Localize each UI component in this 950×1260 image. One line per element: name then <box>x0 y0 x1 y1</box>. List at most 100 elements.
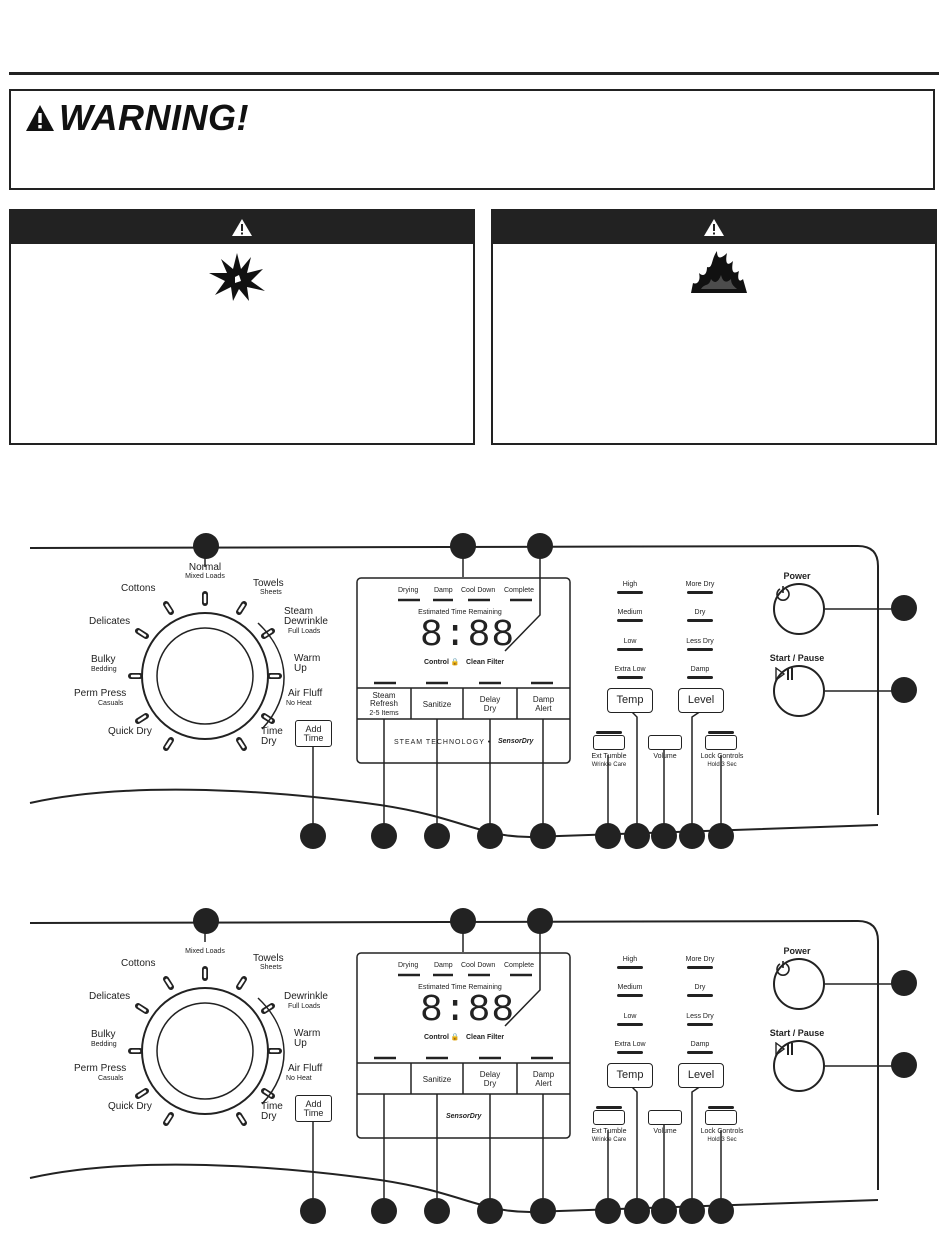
lock-controls-sublabel: Hold 3 Sec <box>707 762 737 768</box>
cycle-steam-label: Steam <box>284 606 313 617</box>
play-pause-icon <box>775 667 793 681</box>
temp-extra-low-label: Extra Low <box>614 1041 646 1048</box>
volume-button[interactable] <box>648 1110 682 1125</box>
temp-low-indicator <box>617 1023 643 1026</box>
dry-more-indicator <box>687 966 713 969</box>
callout-marker <box>624 1198 650 1224</box>
lock-controls-label: Lock Controls <box>700 753 744 760</box>
lock-controls-button[interactable] <box>705 1110 737 1125</box>
blank-option-button[interactable] <box>359 1065 409 1093</box>
dry-label: Dry <box>694 609 706 616</box>
temp-high-label: High <box>622 581 638 588</box>
temp-extra-low-indicator <box>617 676 643 679</box>
temp-low-indicator <box>617 648 643 651</box>
start-pause-button[interactable] <box>773 1040 825 1092</box>
ext-tumble-indicator <box>596 731 622 734</box>
cycle-bulky-sublabel: Bedding <box>91 1041 117 1048</box>
warning-triangle-icon <box>26 105 54 131</box>
level-button[interactable]: Level <box>678 1063 724 1088</box>
callout-marker <box>527 908 553 934</box>
fire-icon <box>691 251 747 293</box>
power-button[interactable] <box>773 583 825 635</box>
callout-marker <box>424 823 450 849</box>
cycle-dewrinkle-label: Dewrinkle <box>284 991 328 1002</box>
start-pause-button[interactable] <box>773 665 825 717</box>
callout-marker <box>708 1198 734 1224</box>
callout-marker <box>450 533 476 559</box>
control-panel-standard-model: Mixed Loads Cottons Towels Sheets Dewrin… <box>0 900 950 1230</box>
dry-indicator <box>687 994 713 997</box>
dry-less-label: Less Dry <box>686 638 714 645</box>
temp-high-label: High <box>622 956 638 963</box>
ext-tumble-label: Ext Tumble <box>591 1128 627 1135</box>
callout-marker <box>624 823 650 849</box>
steam-refresh-sublabel: 2-5 Items <box>369 710 399 717</box>
cycle-normal-sublabel: Mixed Loads <box>185 948 225 955</box>
callout-marker <box>891 595 917 621</box>
cycle-dewrinkle-sublabel: Full Loads <box>288 1003 321 1010</box>
callout-marker <box>371 823 397 849</box>
temp-extra-low-indicator <box>617 1051 643 1054</box>
cycle-bulky-label: Bulky <box>91 654 116 665</box>
temp-low-label: Low <box>623 638 637 645</box>
callout-marker <box>477 1198 503 1224</box>
temp-extra-low-label: Extra Low <box>614 666 646 673</box>
damp-alert-button[interactable]: Damp Alert <box>519 1065 568 1093</box>
callout-marker <box>527 533 553 559</box>
lock-controls-label: Lock Controls <box>700 1128 744 1135</box>
ext-tumble-button[interactable] <box>593 735 625 750</box>
dry-damp-indicator <box>687 1051 713 1054</box>
power-icon <box>776 961 790 976</box>
callout-marker <box>891 1052 917 1078</box>
cycle-air-fluff-label: Air Fluff <box>288 1063 323 1074</box>
ext-tumble-label: Ext Tumble <box>591 753 627 760</box>
callout-marker <box>371 1198 397 1224</box>
power-button[interactable] <box>773 958 825 1010</box>
status-cool-down: Cool Down <box>461 962 496 969</box>
temp-medium-label: Medium <box>617 609 643 616</box>
status-drying: Drying <box>398 962 419 969</box>
sanitize-button[interactable]: Sanitize <box>413 1065 461 1093</box>
delay-dry-button[interactable]: Delay Dry <box>465 690 515 718</box>
cycle-perm-press-label: Perm Press <box>74 1063 127 1074</box>
sensordry-logo: SensorDry <box>498 738 534 745</box>
callout-marker <box>595 1198 621 1224</box>
ext-tumble-sublabel: Wrinkle Care <box>591 762 627 768</box>
temp-button[interactable]: Temp <box>607 1063 653 1088</box>
dry-indicator <box>687 619 713 622</box>
damp-alert-button[interactable]: Damp Alert <box>519 690 568 718</box>
ext-tumble-button[interactable] <box>593 1110 625 1125</box>
start-pause-label: Start / Pause <box>769 653 825 663</box>
cycle-quick-dry-label: Quick Dry <box>108 726 152 737</box>
dry-more-indicator <box>687 591 713 594</box>
volume-button[interactable] <box>648 735 682 750</box>
card-header <box>11 211 473 244</box>
temp-button[interactable]: Temp <box>607 688 653 713</box>
steam-refresh-button[interactable]: Steam Refresh <box>359 690 409 710</box>
cycle-towels-label: Towels <box>253 953 284 964</box>
lock-controls-sublabel: Hold 3 Sec <box>707 1137 737 1143</box>
card-header <box>493 211 935 244</box>
callout-marker <box>891 970 917 996</box>
control-lock-indicator: Control 🔒 <box>424 659 460 666</box>
control-lock-indicator: Control 🔒 <box>424 1034 460 1041</box>
callout-marker <box>530 823 556 849</box>
volume-label: Volume <box>653 1128 677 1135</box>
cycle-time-label: Time <box>261 1101 283 1112</box>
panel-outline <box>29 544 893 839</box>
callout-marker <box>891 677 917 703</box>
cycle-perm-press-label: Perm Press <box>74 688 127 699</box>
control-panel-steam-model: Normal Mixed Loads Cottons Towels Sheets… <box>0 525 950 855</box>
add-time-button[interactable]: Add Time <box>295 720 332 747</box>
lock-controls-button[interactable] <box>705 735 737 750</box>
cycle-towels-label: Towels <box>253 578 284 589</box>
level-button[interactable]: Level <box>678 688 724 713</box>
add-time-button[interactable]: Add Time <box>295 1095 332 1122</box>
delay-dry-button[interactable]: Delay Dry <box>465 1065 515 1093</box>
dry-more-label: More Dry <box>685 581 715 588</box>
status-drying: Drying <box>398 587 419 594</box>
callout-marker <box>193 533 219 559</box>
status-complete: Complete <box>504 587 534 594</box>
explosion-icon <box>209 253 265 301</box>
sanitize-button[interactable]: Sanitize <box>413 690 461 718</box>
